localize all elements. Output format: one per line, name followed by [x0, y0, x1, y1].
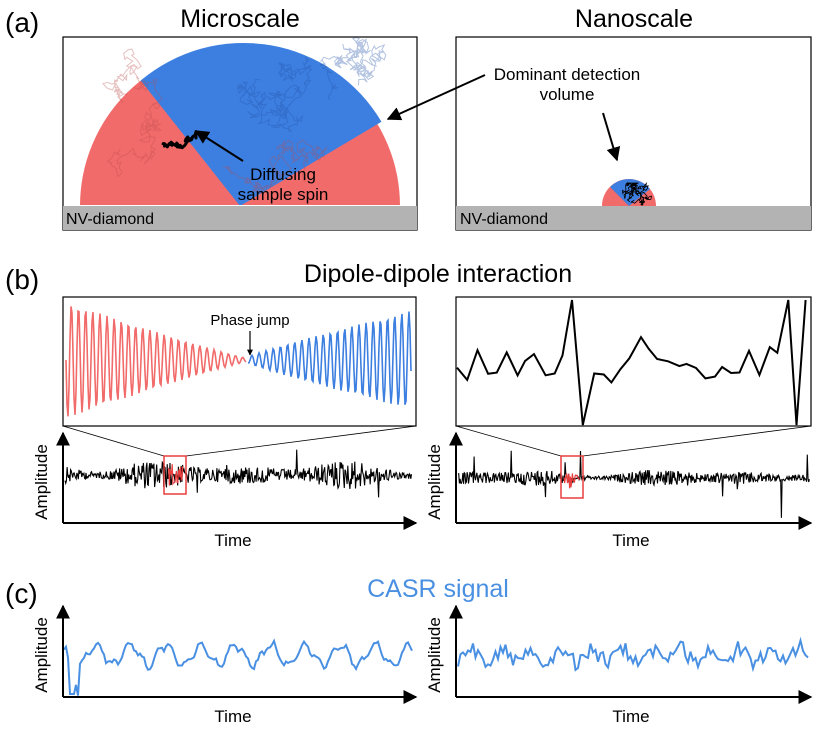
panel-c-letter: (c) [5, 578, 38, 609]
zoom-signal-red [65, 306, 247, 417]
nv-diamond-substrate-left [63, 206, 417, 230]
nano-diffusion-trace [622, 181, 652, 206]
amplitude-label-b-left: Amplitude [32, 444, 51, 520]
zoom-region-marker-left [163, 455, 187, 495]
panel-b-letter: (b) [5, 264, 39, 295]
dominant-volume-arrow-left [386, 74, 486, 121]
zoom-region-signal-right [563, 473, 580, 489]
projection-line-right-b [582, 425, 812, 457]
diffusing-spin-label-1: Diffusing [250, 165, 316, 184]
nanoscale-title: Nanoscale [575, 5, 693, 33]
dipole-plot-left: Amplitude Time [32, 431, 418, 550]
microscale-panel: NV-diamond Diffusing sample spin [62, 36, 418, 231]
panel-a-letter: (a) [5, 7, 39, 38]
projection-line-right-a [455, 425, 562, 457]
diffusion-walk-segment [222, 139, 328, 195]
time-label-c-left: Time [214, 707, 251, 726]
microscale-title: Microscale [180, 5, 299, 33]
nv-diamond-label-right: NV-diamond [460, 211, 548, 228]
nano-walk-path [622, 181, 652, 206]
dominant-volume-label-2: volume [540, 85, 595, 104]
diffusing-spin-label-2: sample spin [238, 185, 329, 204]
dipole-signal-left [64, 449, 413, 498]
detection-lobe-blue [140, 43, 382, 205]
dipole-signal-right [457, 450, 810, 518]
zoom-signal-blue [247, 311, 412, 405]
zoom-region-marker-right [560, 455, 584, 499]
diffusion-walk-segment [236, 56, 313, 133]
zoom-box-right [455, 296, 812, 427]
projection-line-left-a [62, 425, 165, 457]
time-label-b-left: Time [214, 531, 251, 550]
time-label-b-right: Time [612, 531, 649, 550]
nanoscale-panel: NV-diamond Dominant detection volume [386, 36, 812, 231]
projection-line-left-b [185, 425, 417, 457]
amplitude-label-b-right: Amplitude [425, 444, 444, 520]
casr-plot-right: Amplitude Time [425, 604, 813, 726]
diffusion-walk-segment [319, 37, 387, 101]
zoom-region-signal-left [167, 464, 184, 486]
diffusing-spin-trajectory [161, 130, 198, 150]
amplitude-label-c-left: Amplitude [32, 617, 51, 693]
casr-signal-left [63, 638, 413, 696]
nv-diamond-label-left: NV-diamond [66, 211, 154, 228]
dipole-plot-right: Amplitude Time [425, 431, 813, 550]
zoom-signal-black [456, 299, 807, 426]
dominant-volume-arrow-down [602, 112, 621, 162]
amplitude-label-c-right: Amplitude [425, 617, 444, 693]
casr-title: CASR signal [367, 575, 509, 603]
phase-jump-label: Phase jump [210, 312, 289, 329]
dipole-title: Dipole-dipole interaction [304, 260, 572, 288]
dominant-volume-label-1: Dominant detection [494, 65, 640, 84]
time-label-c-right: Time [612, 707, 649, 726]
casr-signal-right [457, 636, 809, 673]
diffusion-trace-texture [102, 37, 387, 195]
nv-diamond-substrate-right [456, 206, 811, 230]
casr-plot-left: Amplitude Time [32, 604, 418, 726]
diffusing-spin-arrow [194, 130, 244, 162]
nano-lobe-blue [610, 179, 650, 206]
diffusion-walk-segment [102, 48, 163, 177]
